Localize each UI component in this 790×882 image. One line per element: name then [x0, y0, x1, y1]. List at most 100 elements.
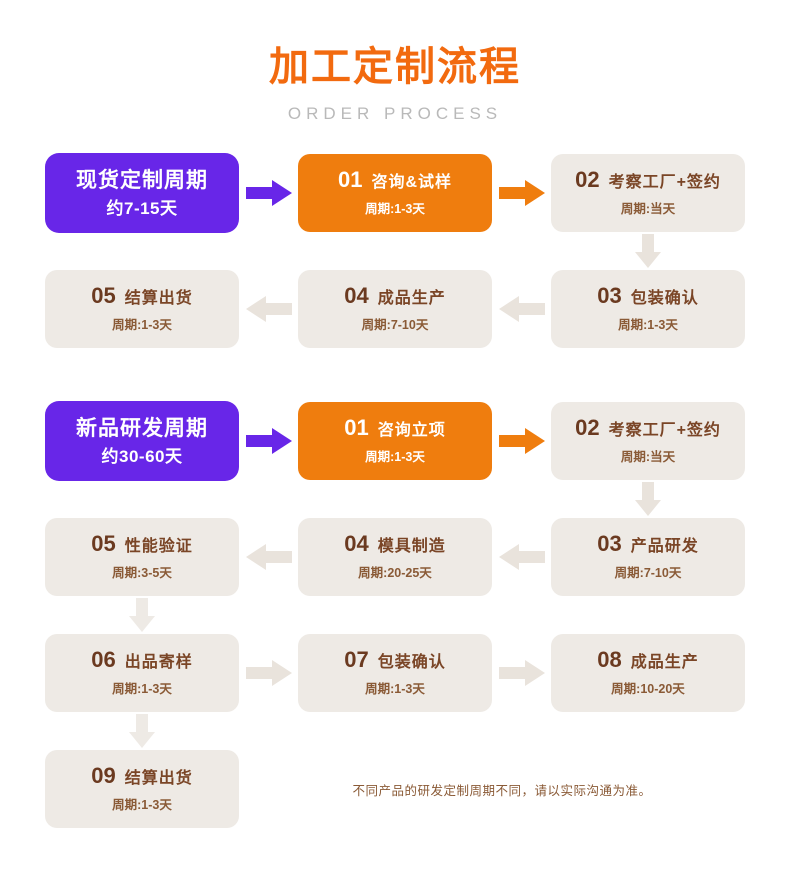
step-number: 04: [344, 283, 369, 308]
arrow-down-icon: [129, 598, 155, 632]
step-name: 成品生产: [377, 290, 446, 307]
step-name: 产品研发: [630, 538, 699, 555]
step-name: 模具制造: [377, 538, 446, 555]
step-box-07[interactable]: 07 包装确认 周期:1-3天: [298, 634, 492, 712]
step-cycle: 周期:20-25天: [358, 566, 432, 580]
step-cycle: 周期:7-10天: [361, 318, 429, 332]
step-box-05[interactable]: 05 结算出货 周期:1-3天: [45, 270, 239, 348]
section-stock-custom: 现货定制周期 约7-15天 01 咨询&试样 周期:1-3天: [0, 153, 790, 348]
step-name: 考察工厂+签约: [608, 174, 721, 191]
section2-vconnector-left-2: [45, 712, 745, 750]
phase-title: 新品研发周期: [76, 416, 208, 440]
step-number: 07: [344, 647, 369, 672]
arrow-down-icon: [635, 482, 661, 516]
arrow-left-icon: [245, 296, 292, 322]
step-box-03[interactable]: 03 产品研发 周期:7-10天: [551, 518, 745, 596]
cell-phase: 新品研发周期 约30-60天: [45, 401, 239, 481]
step-name: 考察工厂+签约: [608, 422, 721, 439]
cell-step-01: 01 咨询立项 周期:1-3天: [298, 402, 492, 480]
cell-step-04: 04 成品生产 周期:7-10天: [298, 270, 492, 348]
arrow-left-icon: [245, 544, 292, 570]
step-box-06[interactable]: 06 出品寄样 周期:1-3天: [45, 634, 239, 712]
step-cycle: 周期:当天: [620, 202, 676, 216]
connector-04-to-05: [239, 296, 298, 322]
footer-note: 不同产品的研发定制周期不同，请以实际沟通为准。: [352, 783, 652, 798]
section2-vconnector-left-1: [45, 596, 745, 634]
step-number: 01: [344, 415, 369, 440]
step-name: 结算出货: [124, 770, 193, 787]
step-name: 出品寄样: [124, 654, 193, 671]
step-box-04[interactable]: 04 成品生产 周期:7-10天: [298, 270, 492, 348]
section2-row1: 新品研发周期 约30-60天 01 咨询立项 周期:1-3天: [45, 401, 745, 481]
step-number: 03: [597, 283, 622, 308]
step-cycle: 周期:1-3天: [112, 798, 172, 812]
step-box-02[interactable]: 02 考察工厂+签约 周期:当天: [551, 402, 745, 480]
step-box-01[interactable]: 01 咨询&试样 周期:1-3天: [298, 154, 492, 232]
cell-step-01: 01 咨询&试样 周期:1-3天: [298, 154, 492, 232]
arrow-down-icon: [635, 234, 661, 268]
cell-step-02: 02 考察工厂+签约 周期:当天: [551, 402, 745, 480]
page-header: 加工定制流程 ORDER PROCESS: [0, 0, 790, 124]
connector-01-to-02: [492, 180, 551, 206]
connector-purple-right: [239, 428, 298, 454]
step-cycle: 周期:1-3天: [365, 450, 425, 464]
step-number: 03: [597, 531, 622, 556]
step-cycle: 周期:1-3天: [112, 318, 172, 332]
step-number: 04: [344, 531, 369, 556]
arrow-right-icon: [498, 660, 545, 686]
section2-row3: 06 出品寄样 周期:1-3天 07 包装确认 周期:1-3天: [45, 634, 745, 712]
phase-badge-new-product-rd[interactable]: 新品研发周期 约30-60天: [45, 401, 239, 481]
step-box-05[interactable]: 05 性能验证 周期:3-5天: [45, 518, 239, 596]
step-number: 05: [91, 283, 116, 308]
step-box-03[interactable]: 03 包装确认 周期:1-3天: [551, 270, 745, 348]
page-subtitle: ORDER PROCESS: [287, 104, 503, 123]
step-name: 性能验证: [124, 538, 193, 555]
cell-phase: 现货定制周期 约7-15天: [45, 153, 239, 233]
phase-subtitle: 约7-15天: [106, 198, 178, 218]
cell-step-09: 09 结算出货 周期:1-3天: [45, 750, 239, 828]
step-name: 包装确认: [377, 654, 446, 671]
cell-step-05: 05 结算出货 周期:1-3天: [45, 270, 239, 348]
arrow-left-icon: [498, 296, 545, 322]
phase-badge-stock-custom[interactable]: 现货定制周期 约7-15天: [45, 153, 239, 233]
cell-step-08: 08 成品生产 周期:10-20天: [551, 634, 745, 712]
step-cycle: 周期:当天: [620, 450, 676, 464]
cell-step-04: 04 模具制造 周期:20-25天: [298, 518, 492, 596]
connector-01-to-02: [492, 428, 551, 454]
step-cycle: 周期:7-10天: [614, 566, 682, 580]
step-cycle: 周期:1-3天: [365, 682, 425, 696]
step-number: 01: [337, 167, 363, 192]
connector-03-to-04: [492, 544, 551, 570]
section1-row2: 05 结算出货 周期:1-3天 04 成品生产 周期:7-10天: [45, 270, 745, 348]
step-number: 02: [575, 167, 600, 192]
step-number: 05: [91, 531, 116, 556]
step-number: 02: [575, 415, 600, 440]
step-box-09[interactable]: 09 结算出货 周期:1-3天: [45, 750, 239, 828]
cell-step-03: 03 包装确认 周期:1-3天: [551, 270, 745, 348]
step-box-01[interactable]: 01 咨询立项 周期:1-3天: [298, 402, 492, 480]
step-number: 09: [91, 763, 116, 788]
step-box-08[interactable]: 08 成品生产 周期:10-20天: [551, 634, 745, 712]
cell-step-03: 03 产品研发 周期:7-10天: [551, 518, 745, 596]
step-number: 06: [91, 647, 116, 672]
step-name: 咨询&试样: [371, 174, 453, 191]
step-name: 成品生产: [630, 654, 699, 671]
section1-vconnector-right: [45, 232, 745, 270]
step-cycle: 周期:1-3天: [618, 318, 678, 332]
cell-step-06: 06 出品寄样 周期:1-3天: [45, 634, 239, 712]
connector-purple-right: [239, 180, 298, 206]
connector-06-to-07: [239, 660, 298, 686]
step-box-02[interactable]: 02 考察工厂+签约 周期:当天: [551, 154, 745, 232]
connector-03-to-04: [492, 296, 551, 322]
section-new-product-rd: 新品研发周期 约30-60天 01 咨询立项 周期:1-3天: [0, 401, 790, 828]
phase-subtitle: 约30-60天: [101, 446, 183, 466]
arrow-right-icon: [498, 180, 545, 206]
arrow-down-icon: [129, 714, 155, 748]
step-name: 结算出货: [124, 290, 193, 307]
arrow-right-icon: [245, 180, 292, 206]
cell-step-02: 02 考察工厂+签约 周期:当天: [551, 154, 745, 232]
cell-step-05: 05 性能验证 周期:3-5天: [45, 518, 239, 596]
arrow-right-icon: [245, 428, 292, 454]
step-box-04[interactable]: 04 模具制造 周期:20-25天: [298, 518, 492, 596]
